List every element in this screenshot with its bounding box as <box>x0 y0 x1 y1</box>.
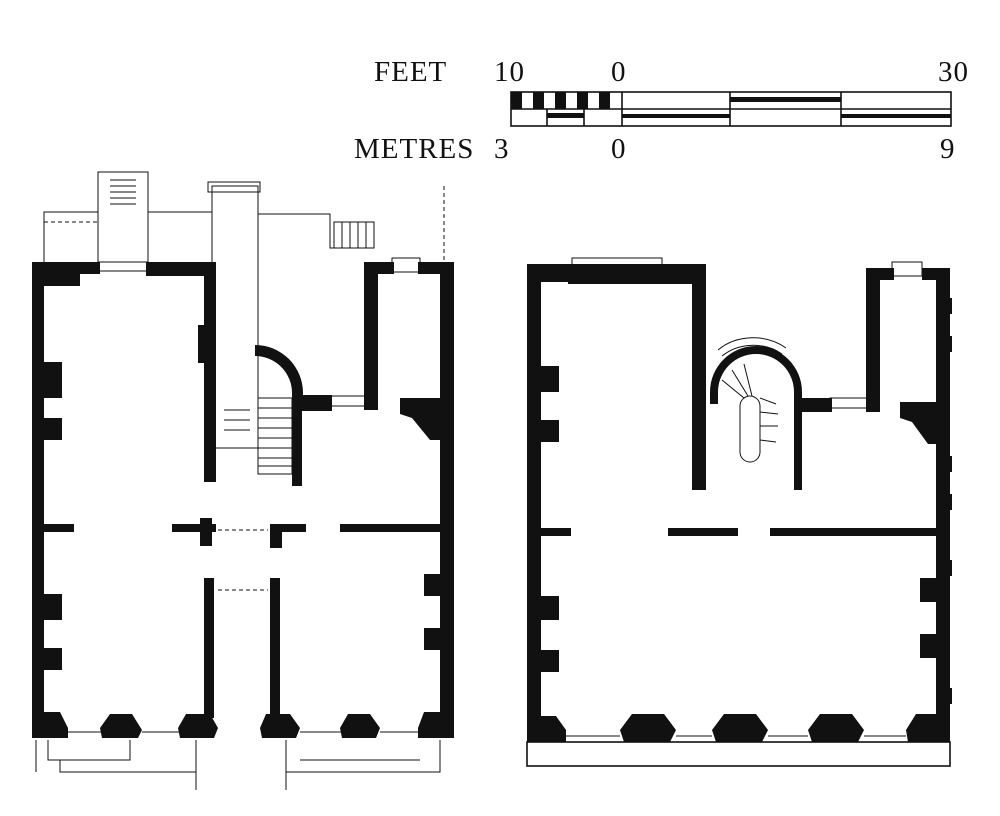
right-stair-treads <box>721 363 779 443</box>
scale-bar <box>510 91 952 127</box>
left-plan-north-wall-a <box>70 262 100 274</box>
right-plan-west-wall <box>527 264 541 740</box>
right-stair-landing-wall <box>802 398 832 412</box>
right-plan-cross-wall-east <box>770 528 936 536</box>
left-plan-north-window <box>97 261 149 272</box>
right-plan-east-piers <box>900 298 952 704</box>
left-plan-cross-wall-east <box>340 524 440 532</box>
left-plan-cross-wall-west <box>44 524 74 532</box>
left-back-room-window <box>391 257 421 273</box>
left-yard-outline-a <box>43 211 98 262</box>
right-plan-cross-wall-west <box>541 528 571 536</box>
scale-metres-tick-right: 9 <box>940 133 956 165</box>
first-floor-plan <box>526 257 952 767</box>
right-north-window <box>571 257 663 279</box>
right-stair-landing-arc <box>721 344 783 357</box>
left-chimney-stack <box>97 171 149 263</box>
left-stair-treads <box>224 397 293 475</box>
left-central-passage <box>211 185 259 449</box>
left-front-railings <box>35 740 441 790</box>
scale-metres-label: METRES <box>354 133 475 165</box>
scale-metres-subdivisions <box>546 109 585 126</box>
left-plan-north-wall-b <box>146 262 208 276</box>
right-stair-curved-wall <box>710 346 802 490</box>
left-stair-east-wall <box>292 404 302 486</box>
scale-feet-tick-right: 30 <box>938 56 969 88</box>
right-plan-east-wall <box>936 268 950 740</box>
left-plan-east-wall <box>440 262 454 732</box>
right-plan-back-room-west-wall <box>866 268 880 412</box>
right-plan-inner-wall-west <box>692 264 706 490</box>
left-plan-back-room-west-wall <box>364 262 378 410</box>
right-plan-north-wall <box>568 264 704 284</box>
left-passage-wall-east <box>270 578 280 718</box>
scale-feet-label: FEET <box>374 56 448 88</box>
right-back-room-window <box>891 261 923 277</box>
left-plan-south-wall <box>32 712 454 738</box>
left-back-steps <box>333 221 375 249</box>
scale-feet-subdivisions <box>511 92 951 126</box>
left-central-passage-top <box>207 181 261 193</box>
right-stair-well <box>739 395 761 463</box>
ground-floor-plan <box>32 171 454 790</box>
left-passage-wall-west <box>204 578 214 718</box>
scale-feet-tick-left: 10 <box>494 56 525 88</box>
scale-metres-tick-left: 3 <box>494 133 510 165</box>
left-plan-east-piers <box>400 296 454 702</box>
right-plan-west-piers <box>527 264 573 704</box>
scale-feet-tick-zero: 0 <box>611 56 627 88</box>
right-plan-south-wall <box>527 714 950 742</box>
scale-metres-tick-zero: 0 <box>611 133 627 165</box>
left-plan-inner-wall-west <box>204 262 216 482</box>
right-front-balcony <box>526 741 951 767</box>
